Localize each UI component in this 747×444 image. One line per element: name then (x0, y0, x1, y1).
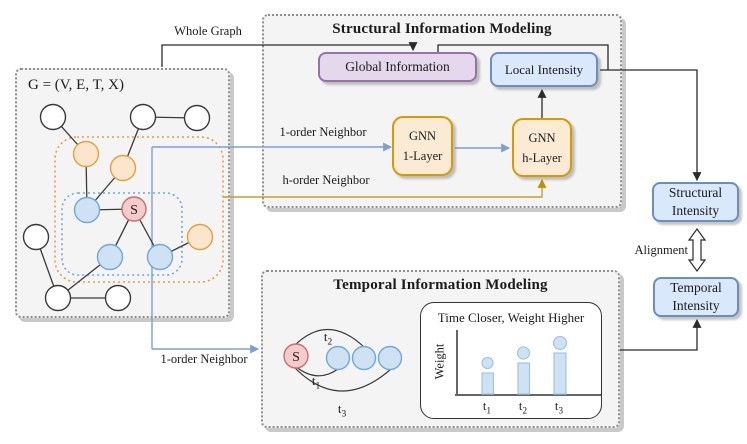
structural-intensity-line2: Intensity (671, 203, 720, 218)
arc-label-t1: t1 (311, 373, 321, 392)
temporal-intensity-line1: Temporal (670, 280, 722, 296)
alignment-label: Alignment (634, 243, 688, 257)
gnnh-line2: h-Layer (522, 150, 562, 165)
temporal-output-connector (620, 318, 702, 351)
chart-tick-t3: t3 (554, 399, 564, 417)
temporal-panel-title: Temporal Information Modeling (333, 277, 548, 293)
gnnh-line1: GNN (528, 130, 556, 145)
temporal-intensity-line2: Intensity (672, 298, 720, 313)
structural-intensity-box: Structural Intensity (652, 182, 739, 222)
whole-graph-label: Whole Graph (174, 24, 242, 38)
one-order-neighbor-bottom-label: 1-order Neighbor (160, 352, 248, 366)
local-intensity-label: Local Intensity (504, 61, 584, 77)
gnn1-line2: 1-Layer (402, 149, 443, 163)
chart-ylabel: Weight (432, 343, 447, 380)
graph-definition-label: G = (V, E, T, X) (28, 77, 124, 93)
gnn-h-layer-box: GNN h-Layer (512, 118, 572, 177)
local-intensity-box: Local Intensity (490, 52, 598, 87)
weight-chart-panel: Time Closer, Weight Higher (420, 302, 602, 419)
temporal-intensity-box: Temporal Intensity (653, 277, 739, 317)
chart-tick-t2: t2 (518, 399, 528, 417)
arc-label-t3: t3 (337, 401, 347, 420)
alignment-double-arrow (687, 227, 707, 273)
structural-intensity-line1: Structural (668, 185, 723, 201)
one-order-neighbor-top-label: 1-order Neighbor (279, 125, 367, 139)
global-information-label: Global Information (345, 59, 450, 74)
global-information-box: Global Information (318, 52, 477, 82)
input-graph-panel: G = (V, E, T, X) (15, 68, 230, 318)
chart-tick-t1: t1 (482, 399, 492, 417)
structural-panel-title: Structural Information Modeling (332, 21, 552, 37)
h-order-neighbor-label: h-order Neighbor (282, 173, 370, 187)
gnn1-line1: GNN (408, 129, 437, 143)
arc-label-t2: t2 (323, 329, 333, 348)
weight-chart-title: Time Closer, Weight Higher (437, 310, 585, 325)
gnn-1-layer-box: GNN 1-Layer (392, 116, 453, 176)
